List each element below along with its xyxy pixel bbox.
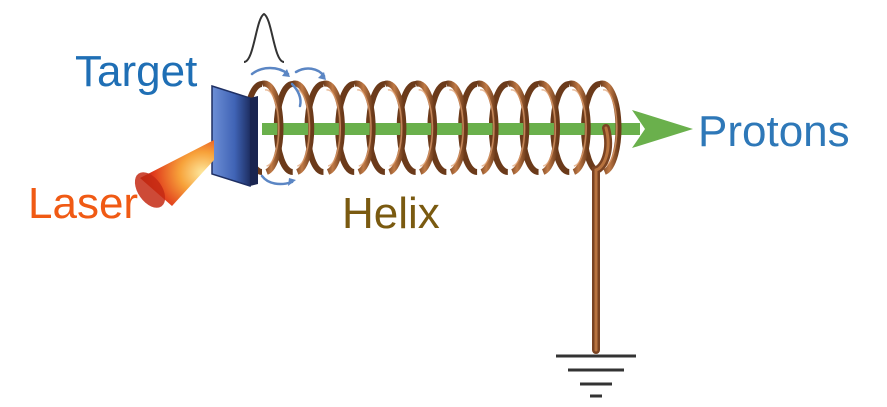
helix-turn-front bbox=[475, 80, 499, 175]
helix-turn-highlight bbox=[479, 89, 495, 167]
helix-turn-highlight bbox=[602, 89, 618, 167]
helix-turn-front bbox=[537, 80, 561, 175]
ground-wire bbox=[592, 124, 613, 354]
helix-turn-front bbox=[445, 80, 468, 175]
helix-coil-front bbox=[260, 80, 622, 175]
helix-turn-highlight bbox=[357, 89, 372, 167]
helix-turn-front bbox=[598, 80, 622, 175]
helix-turn-highlight bbox=[541, 89, 557, 167]
helix-turn-front bbox=[260, 80, 284, 175]
helix-turn-front bbox=[353, 80, 376, 175]
helix-label: Helix bbox=[342, 189, 440, 238]
helix-turn-front bbox=[568, 80, 591, 175]
laser-label: Laser bbox=[28, 179, 139, 228]
ground-icon bbox=[556, 354, 636, 398]
current-arrows-icon bbox=[250, 66, 326, 186]
helix-turn-highlight bbox=[387, 89, 403, 167]
helix-turn-highlight bbox=[295, 89, 311, 167]
helix-turn-front bbox=[506, 80, 530, 175]
proton-beam bbox=[262, 110, 693, 148]
helix-turn-front bbox=[322, 80, 345, 175]
protons-label: Protons bbox=[698, 107, 850, 156]
helix-turn-highlight bbox=[572, 89, 587, 167]
laser-cone bbox=[134, 140, 214, 208]
helix-turn-front bbox=[383, 80, 407, 175]
helix-turn-highlight bbox=[449, 89, 464, 167]
helix-turn-highlight bbox=[326, 89, 342, 167]
helix-turn-front bbox=[414, 80, 438, 175]
target-label: Target bbox=[75, 47, 198, 96]
helix-turn-front bbox=[291, 80, 315, 175]
laser-pulse-icon bbox=[243, 12, 285, 63]
helix-turn-highlight bbox=[510, 89, 526, 167]
target-plate bbox=[211, 84, 258, 188]
helix-turn-highlight bbox=[264, 89, 280, 167]
helix-turn-highlight bbox=[418, 89, 434, 167]
